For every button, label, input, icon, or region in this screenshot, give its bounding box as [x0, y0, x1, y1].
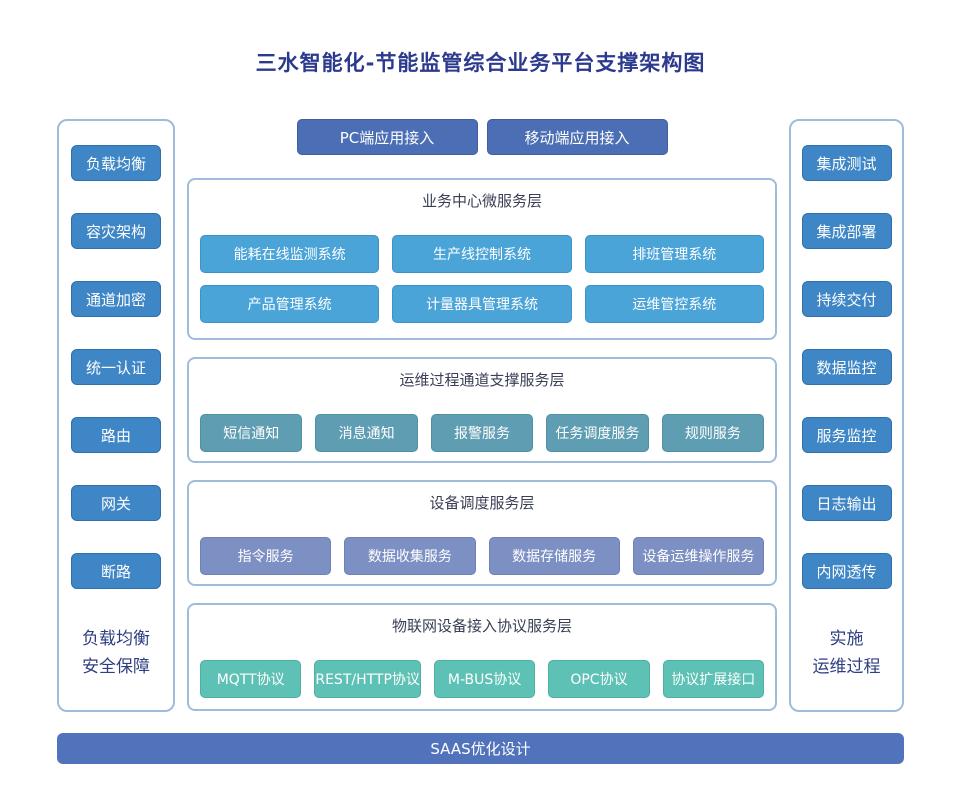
node-mqtt-protocol: MQTT协议: [200, 660, 302, 698]
ops-channel-layer-title: 运维过程通道支撑服务层: [399, 371, 565, 389]
node-routing: 路由: [71, 417, 161, 453]
diagram-body: 负载均衡 容灾架构 通道加密 统一认证 路由 网关 断路 负载均衡 安全保障 P…: [57, 119, 904, 712]
node-product-management: 产品管理系统: [200, 285, 380, 323]
node-shift-management: 排班管理系统: [584, 235, 764, 273]
right-sidebar-label: 实施 运维过程: [813, 625, 881, 681]
application-access-row: PC端应用接入 移动端应用接入: [187, 119, 777, 155]
node-message-notification: 消息通知: [315, 414, 418, 452]
node-data-collection-service: 数据收集服务: [344, 537, 476, 575]
device-dispatch-layer: 设备调度服务层 指令服务 数据收集服务 数据存储服务 设备运维操作服务: [187, 480, 777, 586]
left-sidebar-label: 负载均衡 安全保障: [82, 625, 150, 681]
node-opc-protocol: OPC协议: [548, 660, 650, 698]
saas-bar-label: SAAS优化设计: [430, 740, 531, 758]
node-rest-http-protocol: REST/HTTP协议: [314, 660, 421, 698]
device-dispatch-layer-row: 指令服务 数据收集服务 数据存储服务 设备运维操作服务: [200, 537, 764, 575]
node-production-line-control: 生产线控制系统: [392, 235, 572, 273]
iot-protocol-layer: 物联网设备接入协议服务层 MQTT协议 REST/HTTP协议 M-BUS协议 …: [187, 603, 777, 711]
left-sidebar-panel: 负载均衡 容灾架构 通道加密 统一认证 路由 网关 断路 负载均衡 安全保障: [57, 119, 175, 712]
node-channel-encryption: 通道加密: [71, 281, 161, 317]
node-mobile-access: 移动端应用接入: [486, 119, 668, 155]
node-log-output: 日志输出: [801, 485, 892, 521]
center-column: PC端应用接入 移动端应用接入 业务中心微服务层 能耗在线监测系统 生产线控制系…: [187, 119, 777, 712]
node-service-monitoring: 服务监控: [801, 417, 892, 453]
node-alarm-service: 报警服务: [430, 414, 534, 452]
right-sidebar-label-line2: 运维过程: [812, 657, 881, 677]
node-unified-auth: 统一认证: [71, 349, 161, 385]
iot-protocol-layer-title: 物联网设备接入协议服务层: [391, 617, 572, 635]
node-mbus-protocol: M-BUS协议: [433, 660, 536, 698]
node-ops-control: 运维管控系统: [584, 285, 764, 323]
node-sms-notification: 短信通知: [200, 414, 303, 452]
node-data-monitoring: 数据监控: [801, 349, 892, 385]
business-microservice-layer: 业务中心微服务层 能耗在线监测系统 生产线控制系统 排班管理系统 产品管理系统 …: [187, 178, 777, 340]
node-disaster-recovery: 容灾架构: [71, 213, 161, 249]
iot-protocol-layer-row: MQTT协议 REST/HTTP协议 M-BUS协议 OPC协议 协议扩展接口: [200, 660, 764, 698]
node-intranet-passthrough: 内网透传: [801, 553, 892, 589]
ops-channel-layer-row: 短信通知 消息通知 报警服务 任务调度服务 规则服务: [200, 414, 765, 452]
business-layer-row1: 能耗在线监测系统 生产线控制系统 排班管理系统: [200, 235, 764, 273]
node-data-storage-service: 数据存储服务: [488, 537, 620, 575]
right-sidebar-panel: 集成测试 集成部署 持续交付 数据监控 服务监控 日志输出 内网透传 实施 运维…: [789, 119, 904, 712]
node-protocol-extension-interface: 协议扩展接口: [662, 660, 764, 698]
right-sidebar-label-line1: 实施: [829, 629, 864, 649]
left-sidebar-label-line1: 负载均衡: [82, 629, 150, 649]
node-circuit-break: 断路: [71, 553, 161, 589]
saas-bar: SAAS优化设计: [57, 733, 904, 764]
left-sidebar-label-line2: 安全保障: [82, 657, 150, 677]
node-command-service: 指令服务: [200, 537, 332, 575]
ops-channel-support-layer: 运维过程通道支撑服务层 短信通知 消息通知 报警服务 任务调度服务 规则服务: [187, 357, 777, 463]
business-layer-row2: 产品管理系统 计量器具管理系统 运维管控系统: [200, 285, 764, 323]
device-dispatch-layer-title: 设备调度服务层: [429, 494, 535, 512]
node-pc-access: PC端应用接入: [296, 119, 478, 155]
node-rule-service: 规则服务: [661, 414, 765, 452]
node-energy-monitoring-system: 能耗在线监测系统: [200, 235, 380, 273]
node-metering-instrument-management: 计量器具管理系统: [392, 285, 572, 323]
node-continuous-delivery: 持续交付: [801, 281, 892, 317]
node-integration-deploy: 集成部署: [801, 213, 892, 249]
node-device-ops-operation-service: 设备运维操作服务: [632, 537, 764, 575]
left-sidebar-nodes: 负载均衡 容灾架构 通道加密 统一认证 路由 网关 断路: [71, 145, 161, 589]
node-task-scheduling-service: 任务调度服务: [546, 414, 649, 452]
right-sidebar-nodes: 集成测试 集成部署 持续交付 数据监控 服务监控 日志输出 内网透传: [801, 145, 892, 589]
page-title: 三水智能化-节能监管综合业务平台支撑架构图: [255, 51, 706, 75]
node-load-balancing: 负载均衡: [71, 145, 161, 181]
node-integration-test: 集成测试: [801, 145, 892, 181]
node-gateway: 网关: [71, 485, 161, 521]
business-layer-title: 业务中心微服务层: [421, 192, 542, 210]
